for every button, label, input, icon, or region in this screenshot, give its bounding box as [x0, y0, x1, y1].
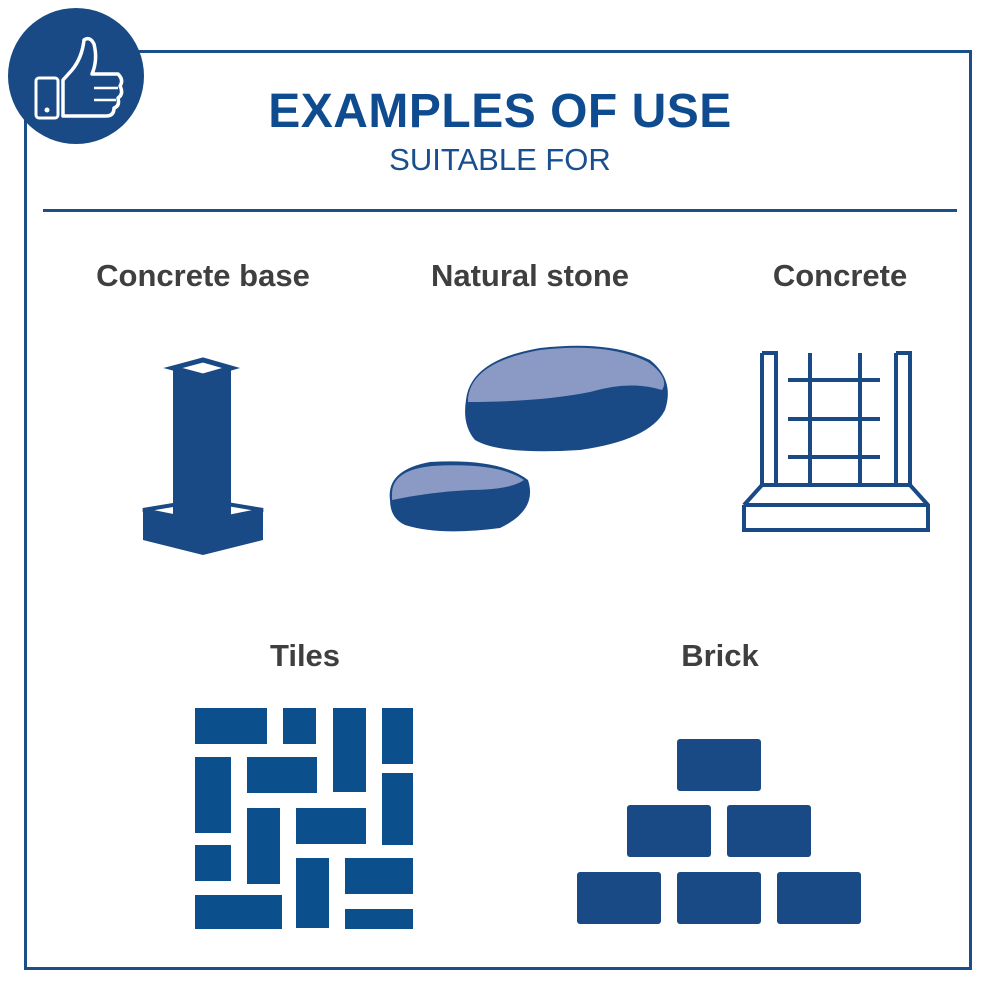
tiles-label: Tiles — [269, 638, 341, 673]
concrete-formwork-icon — [742, 351, 930, 532]
natural-stone-icon — [389, 345, 668, 532]
header-divider — [43, 209, 957, 212]
page-subtitle: SUITABLE FOR — [389, 142, 611, 177]
thumbs-up-badge — [8, 8, 144, 144]
brick-icon — [577, 739, 861, 924]
concrete-base-icon — [142, 357, 264, 555]
concrete-base-label: Concrete base — [96, 258, 310, 293]
thumbs-up-icon — [34, 36, 124, 120]
concrete-label: Concrete — [772, 258, 908, 293]
natural-stone-label: Natural stone — [430, 258, 630, 293]
content-frame — [24, 50, 972, 970]
tiles-icon — [195, 708, 413, 929]
brick-label: Brick — [681, 638, 759, 673]
page-title: EXAMPLES OF USE — [268, 85, 732, 138]
